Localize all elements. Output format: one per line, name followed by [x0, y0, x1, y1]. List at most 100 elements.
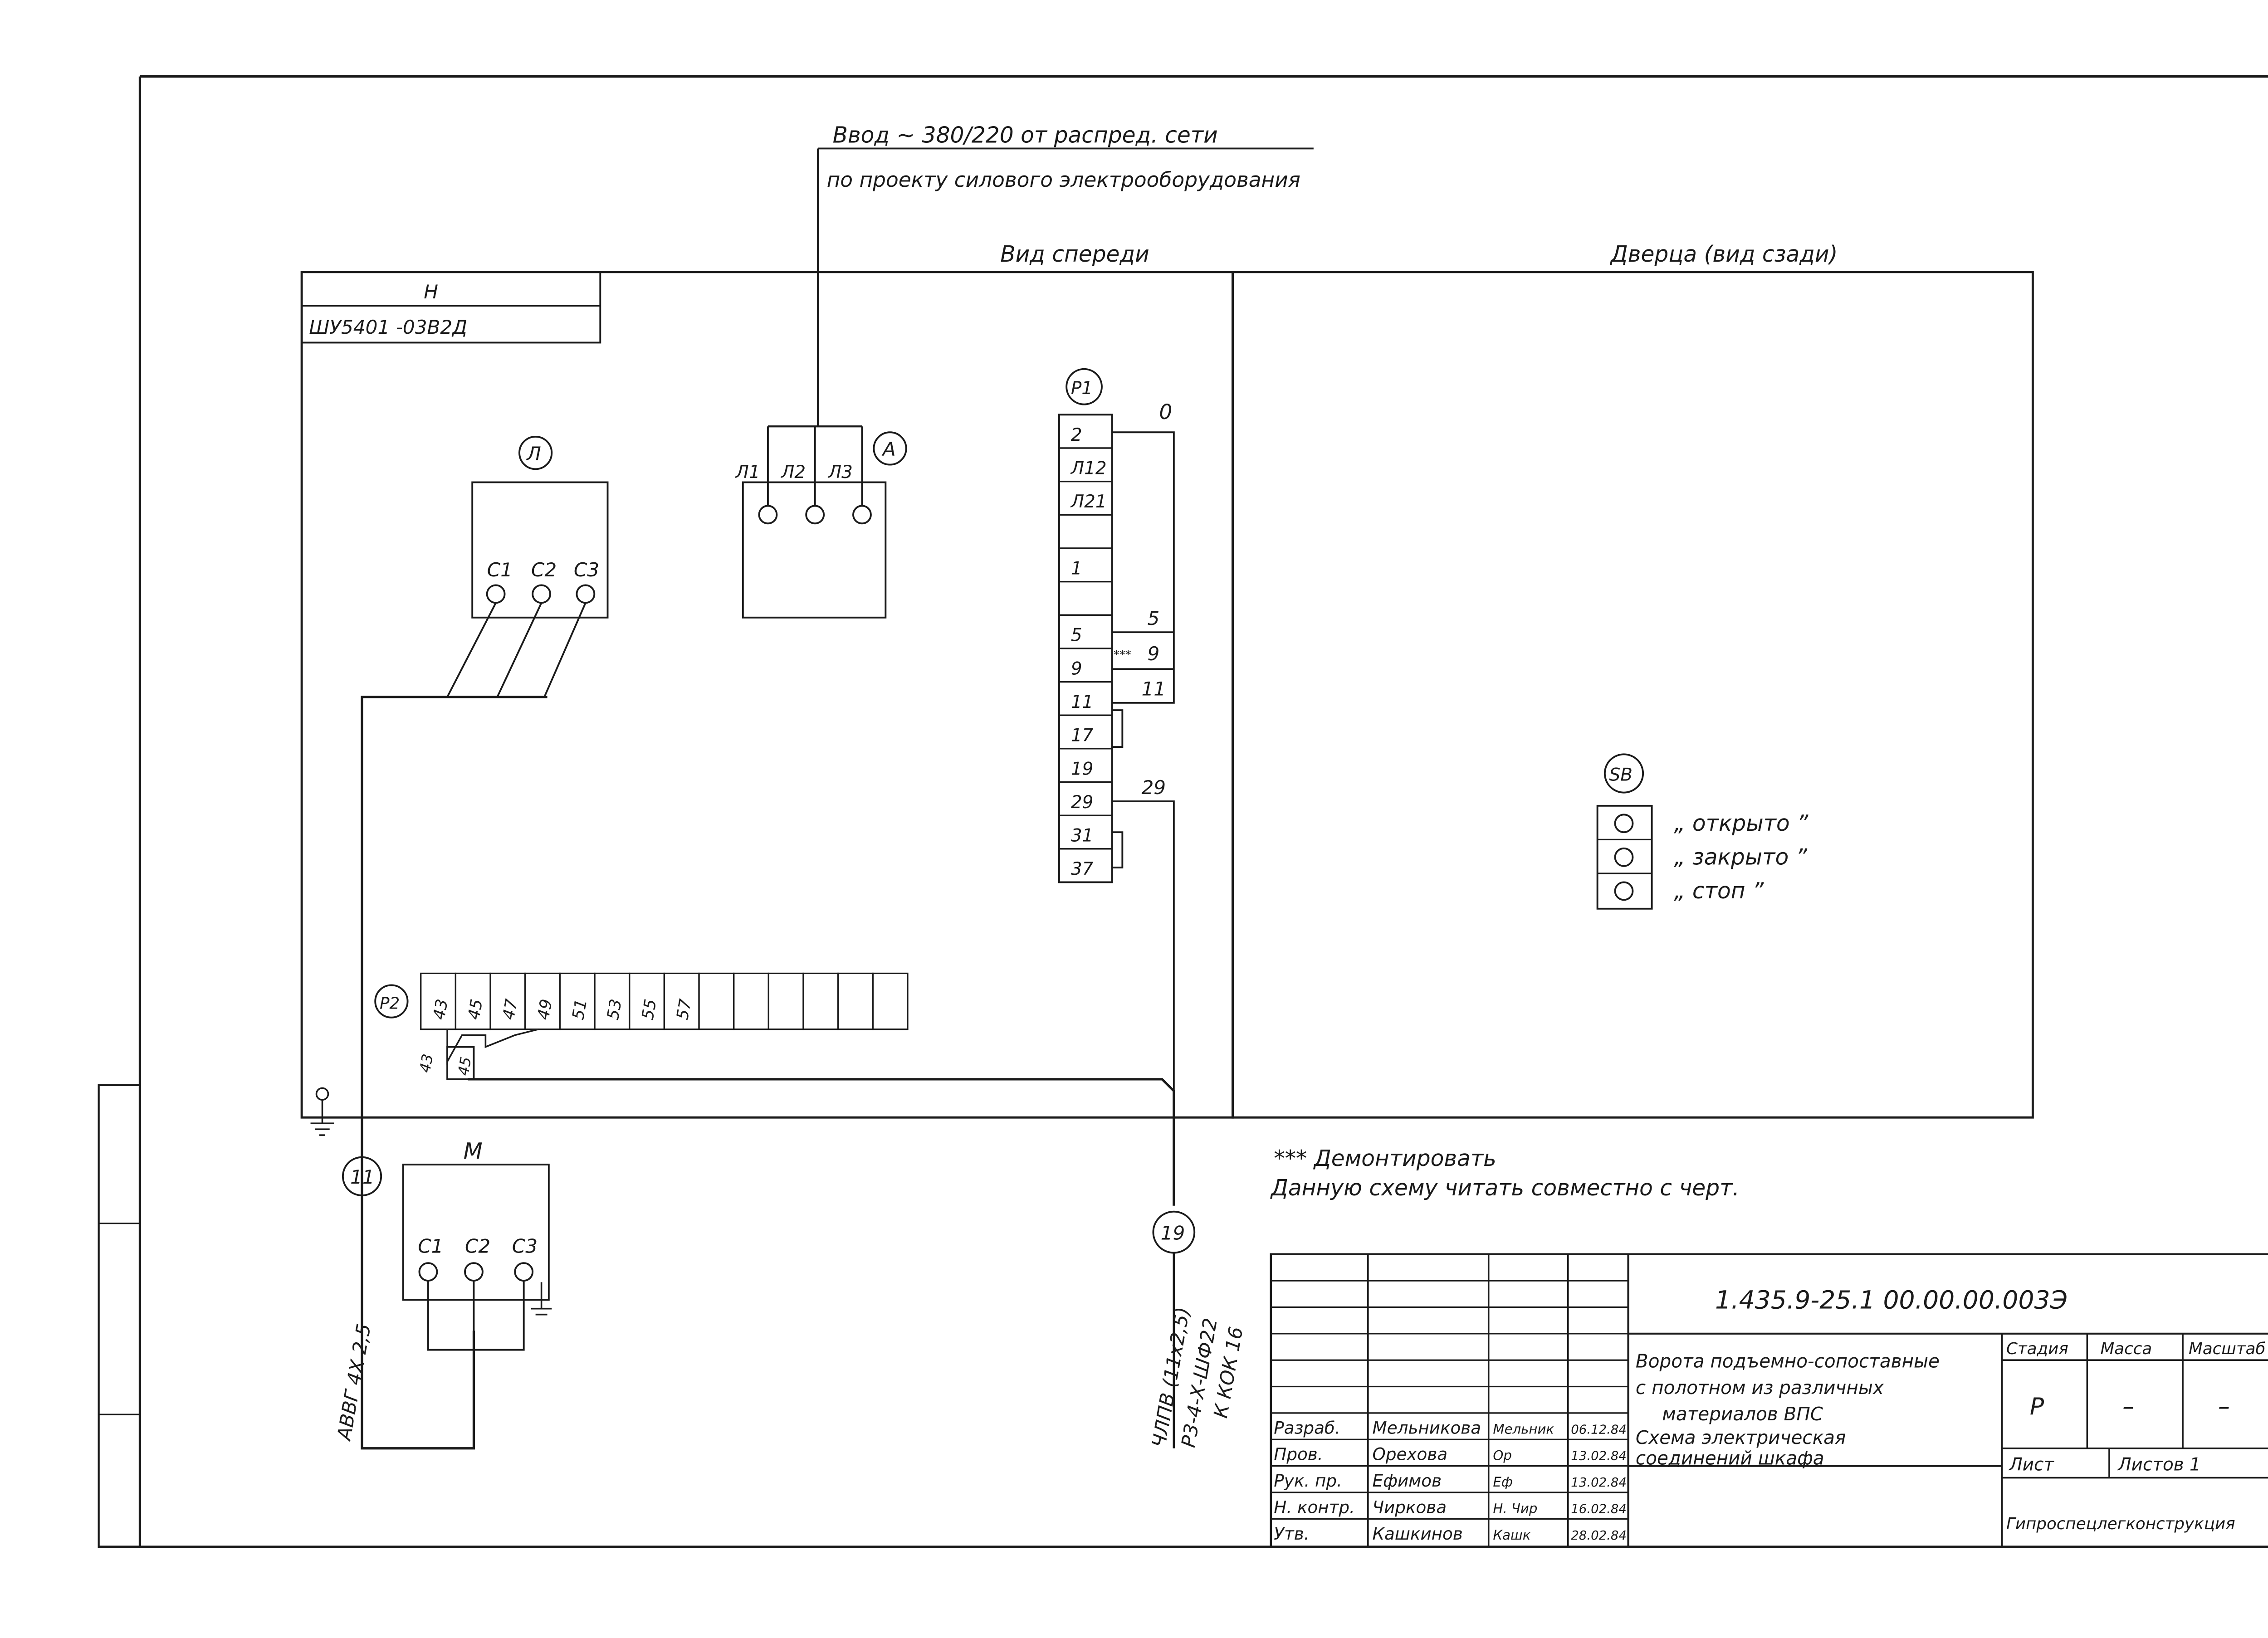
- p1-side-label-3: 11: [1142, 678, 1166, 700]
- title-line-4: Схема электрическая: [1636, 1427, 1846, 1448]
- device-l: Л С1 С2 С3: [471, 436, 609, 619]
- cable-11-label: АВВГ 4Х 2,5: [332, 1322, 375, 1443]
- p1-cell-label: 37: [1071, 859, 1094, 879]
- name-4: Чиркова: [1373, 1497, 1447, 1517]
- device-a-term-3: Л3: [827, 462, 853, 483]
- p2-sub-label-1: 43: [416, 1053, 437, 1074]
- p2-cell: [837, 972, 874, 1030]
- sb-button-close: [1614, 847, 1634, 867]
- title-block: 1.435.9-25.1 00.00.00.003Э Ворота подъем…: [1270, 1253, 2268, 1548]
- signature-1: Мельник: [1493, 1421, 1554, 1437]
- p2-cell: [872, 972, 909, 1030]
- p1-cell-label: 29: [1071, 792, 1094, 813]
- device-m-term-2: С2: [465, 1235, 490, 1257]
- cable-19-tag: 19: [1161, 1222, 1185, 1244]
- date-1: 06.12.84: [1571, 1422, 1627, 1437]
- p1-side-label-1: 5: [1147, 607, 1159, 629]
- signature-5: Кашк: [1493, 1527, 1530, 1543]
- date-5: 28.02.84: [1571, 1528, 1627, 1543]
- p1-cell-label: 9: [1071, 658, 1082, 679]
- p2-cell-label: 55: [638, 998, 660, 1021]
- device-a: А Л1 Л2 Л3: [735, 426, 907, 619]
- sb-button-stop: [1614, 881, 1634, 901]
- ground-symbol-cabinet: [310, 1087, 334, 1136]
- date-3: 13.02.84: [1571, 1475, 1627, 1490]
- p2-cell-label: 43: [430, 998, 452, 1021]
- p2-tag: Р2: [380, 994, 400, 1013]
- cabinet-door-panel: [1232, 271, 2034, 1119]
- p1-tag-circle: [1066, 368, 1103, 405]
- title-line-5: соединений шкафа: [1636, 1447, 1824, 1469]
- input-line-1: Ввод ~ 380/220 от распред. сети: [833, 123, 1218, 148]
- sb-label-stop: „ стоп ”: [1674, 878, 1764, 904]
- cabinet-model: ШУ5401 -03В2Д: [309, 316, 467, 338]
- p1-cell: [1058, 648, 1113, 683]
- p2-cell-label: 53: [604, 998, 626, 1021]
- cabinet-label-box: Н ШУ5401 -03В2Д: [301, 271, 601, 344]
- mass-value: –: [2122, 1393, 2134, 1420]
- p1-cell: [1058, 547, 1113, 583]
- device-l-term-1: С1: [487, 559, 513, 581]
- p1-cell-label: 31: [1071, 826, 1094, 846]
- device-a-term-1: Л1: [735, 462, 760, 483]
- sheets-label: Листов 1: [2117, 1454, 2200, 1475]
- role-3: Рук. пр.: [1274, 1471, 1342, 1491]
- note-read-with: Данную схему читать совместно с черт.: [1270, 1175, 1740, 1201]
- p1-cell: [1058, 580, 1113, 616]
- cable-11: 11 АВВГ 4Х 2,5: [332, 1156, 382, 1443]
- front-view-label: Вид спереди: [1000, 242, 1149, 267]
- scale-header: Масштаб: [2189, 1340, 2265, 1358]
- role-4: Н. контр.: [1274, 1497, 1355, 1517]
- p1-zero-label: 0: [1159, 400, 1172, 424]
- p2-tag-circle: [374, 984, 409, 1019]
- sb-label-open: „ открыто ”: [1674, 811, 1809, 836]
- date-4: 16.02.84: [1571, 1502, 1627, 1516]
- note-dismantle: *** Демонтировать: [1274, 1146, 1496, 1171]
- device-l-term-3: С3: [574, 559, 599, 581]
- title-line-1: Ворота подъемно-сопоставные: [1636, 1350, 1940, 1372]
- device-l-tag: Л: [526, 443, 541, 465]
- device-m-term-1: С1: [418, 1235, 443, 1257]
- signature-4: Н. Чир: [1493, 1501, 1537, 1516]
- cable-11-tag: 11: [350, 1166, 375, 1188]
- binding-strip: [98, 1084, 141, 1548]
- device-l-tag-circle: [518, 436, 553, 470]
- name-3: Ефимов: [1373, 1471, 1442, 1491]
- doc-code: 1.435.9-25.1 00.00.00.003Э: [1715, 1286, 2068, 1315]
- p1-cell-label: 17: [1071, 726, 1094, 746]
- p1-cell-label: 5: [1071, 625, 1082, 646]
- p2-cell-label: 51: [569, 998, 591, 1021]
- name-5: Кашкинов: [1373, 1524, 1463, 1544]
- p1-side-label-4: 29: [1142, 776, 1166, 799]
- wires-l: [361, 602, 587, 1450]
- sheet-label: Лист: [2008, 1454, 2054, 1475]
- p1-tag: Р1: [1071, 378, 1093, 399]
- p1-cell: [1058, 514, 1113, 549]
- device-l-term-2: С2: [531, 559, 557, 581]
- signature-2: Ор: [1493, 1448, 1511, 1463]
- cable-11-tag-circle: [342, 1156, 382, 1196]
- device-a-tag: А: [881, 438, 896, 460]
- p2-cell: [767, 972, 804, 1030]
- sb-button-open: [1614, 814, 1634, 834]
- device-a-tag-circle: [873, 431, 907, 466]
- p2-cell: [802, 972, 839, 1030]
- switch-sb: SB „ открыто ” „ закрыто ” „ стоп ”: [1596, 753, 1809, 910]
- p1-cell: [1058, 614, 1113, 649]
- door-view-label: Дверца (вид сзади): [1610, 242, 1838, 267]
- name-1: Мельникова: [1373, 1418, 1481, 1438]
- p2-cell-label: 57: [673, 998, 695, 1021]
- mass-header: Масса: [2101, 1340, 2152, 1358]
- signature-3: Еф: [1493, 1474, 1512, 1490]
- stage-value: Р: [2030, 1393, 2044, 1420]
- p2-cell: [733, 972, 769, 1030]
- p2-cell-label: 49: [534, 998, 556, 1021]
- device-m-tag: М: [464, 1139, 483, 1164]
- device-a-term-2: Л2: [780, 462, 806, 483]
- input-line-2: по проекту силового электрооборудования: [827, 168, 1300, 192]
- p1-cell-label: 11: [1071, 692, 1094, 712]
- p2-sub-label-2: 45: [455, 1056, 475, 1077]
- cabinet-code: Н: [424, 281, 438, 303]
